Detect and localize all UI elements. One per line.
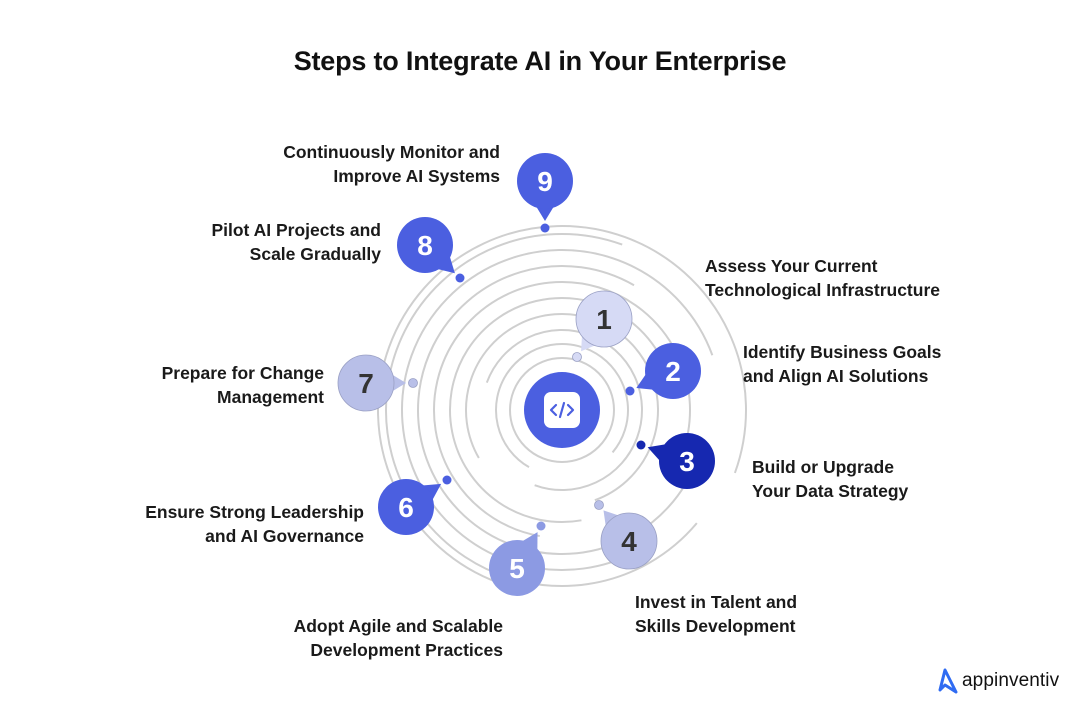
step-label-line1: Ensure Strong Leadership <box>145 502 364 522</box>
step-dot <box>572 352 582 362</box>
step-label-line2: Technological Infrastructure <box>705 280 940 300</box>
page-title: Steps to Integrate AI in Your Enterprise <box>293 46 787 76</box>
step-number: 3 <box>679 446 695 477</box>
step-label-line1: Invest in Talent and <box>635 592 798 612</box>
step-dot <box>636 440 646 450</box>
step-number: 6 <box>398 492 414 523</box>
center-hub <box>524 372 600 448</box>
step-number: 8 <box>417 230 433 261</box>
step-bubble <box>575 290 633 348</box>
step-label-line2: and AI Governance <box>205 526 364 546</box>
step-marker-4: 4 <box>594 500 658 570</box>
step-marker-6: 6 <box>378 475 452 535</box>
bubble-tail <box>390 373 406 393</box>
step-label-line1: Continuously Monitor and <box>283 142 500 162</box>
appinventiv-logo-icon <box>938 668 958 694</box>
step-number: 9 <box>537 166 553 197</box>
step-label-line1: Assess Your Current <box>705 256 878 276</box>
step-bubble <box>600 512 658 570</box>
step-label-line1: Identify Business Goals <box>743 342 942 362</box>
step-dot <box>540 223 550 233</box>
step-label-line2: Improve AI Systems <box>333 166 500 186</box>
ring-arc <box>495 343 629 469</box>
bubble-tail <box>535 205 555 221</box>
step-label-2: Identify Business Goals and Align AI Solu… <box>743 340 941 388</box>
step-marker-7: 7 <box>337 354 418 412</box>
step-bubble <box>645 343 701 399</box>
step-dot <box>442 475 452 485</box>
step-label-line2: Scale Gradually <box>249 244 381 264</box>
ring-arc <box>485 329 643 491</box>
step-number: 4 <box>621 526 637 557</box>
step-label-6: Ensure Strong Leadership and AI Governanc… <box>145 500 364 548</box>
step-marker-2: 2 <box>625 343 701 399</box>
step-markers: 1 2 3 4 5 6 7 8 9 <box>337 153 715 596</box>
step-label-line1: Prepare for Change <box>161 363 324 383</box>
ring-arc <box>508 357 615 463</box>
step-dot <box>536 521 546 531</box>
step-bubble <box>378 479 434 535</box>
step-dot <box>408 378 418 388</box>
logo-text: appinventiv <box>962 670 1060 691</box>
step-marker-3: 3 <box>636 433 715 489</box>
appinventiv-logo: appinventiv <box>932 666 1059 696</box>
code-icon <box>549 401 575 419</box>
step-bubble <box>659 433 715 489</box>
step-label-line1: Adopt Agile and Scalable <box>293 616 503 636</box>
ring-arc <box>385 233 698 587</box>
step-number: 7 <box>358 368 374 399</box>
step-label-line1: Build or Upgrade <box>752 457 894 477</box>
step-dot <box>455 273 465 283</box>
step-dot <box>625 386 635 396</box>
step-marker-9: 9 <box>517 153 573 233</box>
step-label-line2: Your Data Strategy <box>752 481 909 501</box>
step-bubble <box>517 153 573 209</box>
step-bubble <box>337 354 395 412</box>
step-dot <box>594 500 604 510</box>
step-label-line2: Management <box>217 387 324 407</box>
step-number: 5 <box>509 553 525 584</box>
step-marker-1: 1 <box>572 290 633 362</box>
step-number: 1 <box>596 304 612 335</box>
step-label-line2: Skills Development <box>635 616 796 636</box>
step-number: 2 <box>665 356 681 387</box>
step-label-line2: Development Practices <box>310 640 503 660</box>
step-label-line2: and Align AI Solutions <box>743 366 929 386</box>
step-label-line1: Pilot AI Projects and <box>211 220 381 240</box>
step-marker-8: 8 <box>397 217 465 283</box>
step-marker-5: 5 <box>489 521 546 596</box>
step-bubble <box>489 540 545 596</box>
step-bubble <box>397 217 453 273</box>
